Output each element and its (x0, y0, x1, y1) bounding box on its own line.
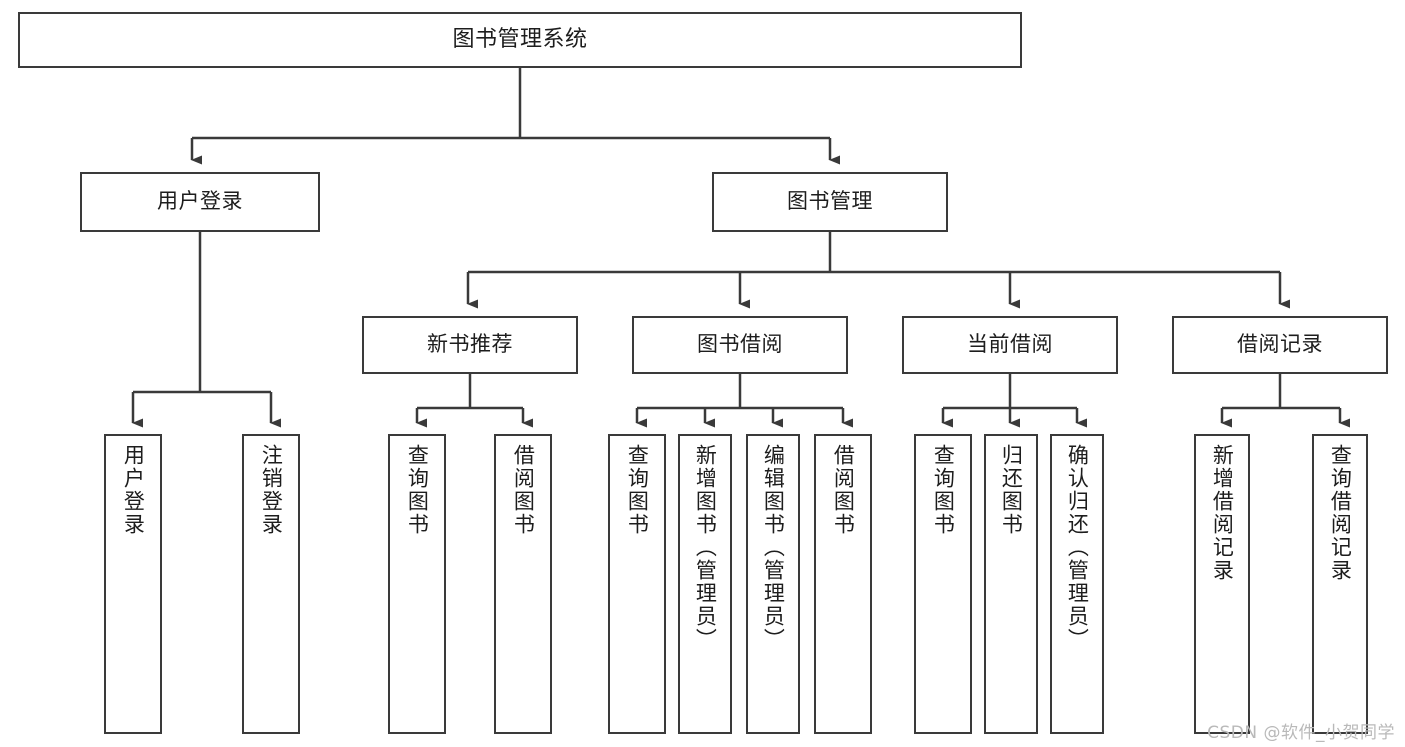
node-book-borrow[interactable]: 图书借阅 (632, 316, 848, 374)
node-label: 查询图书 (405, 444, 430, 536)
node-leaf-user-login[interactable]: 用户登录 (104, 434, 162, 734)
node-leaf-edit-book[interactable]: 编辑图书（管理员） (746, 434, 800, 734)
node-current-borrow[interactable]: 当前借阅 (902, 316, 1118, 374)
node-label: 编辑图书（管理员） (761, 444, 786, 651)
node-label: 图书管理 (787, 189, 873, 214)
node-leaf-query-book-1[interactable]: 查询图书 (388, 434, 446, 734)
node-book-manage[interactable]: 图书管理 (712, 172, 948, 232)
node-label: 借阅图书 (511, 444, 536, 536)
node-label: 查询图书 (931, 444, 956, 536)
node-leaf-add-record[interactable]: 新增借阅记录 (1194, 434, 1250, 734)
node-label: 用户登录 (157, 189, 243, 214)
node-leaf-return-book[interactable]: 归还图书 (984, 434, 1038, 734)
node-leaf-query-book-3[interactable]: 查询图书 (914, 434, 972, 734)
node-label: 新书推荐 (427, 332, 513, 357)
node-label: 新增图书（管理员） (693, 444, 718, 651)
node-label: 当前借阅 (967, 332, 1053, 357)
node-new-book-recommend[interactable]: 新书推荐 (362, 316, 578, 374)
node-label: 注销登录 (259, 444, 284, 536)
node-label: 图书管理系统 (452, 26, 588, 52)
node-label: 借阅图书 (831, 444, 856, 536)
node-leaf-user-logout[interactable]: 注销登录 (242, 434, 300, 734)
node-label: 归还图书 (999, 444, 1024, 536)
node-leaf-add-book[interactable]: 新增图书（管理员） (678, 434, 732, 734)
node-label: 查询图书 (625, 444, 650, 536)
node-leaf-borrow-book-1[interactable]: 借阅图书 (494, 434, 552, 734)
node-label: 用户登录 (121, 444, 146, 536)
node-user-login[interactable]: 用户登录 (80, 172, 320, 232)
node-label: 查询借阅记录 (1328, 444, 1353, 582)
node-label: 确认归还（管理员） (1065, 444, 1090, 651)
node-label: 图书借阅 (697, 332, 783, 357)
node-leaf-query-book-2[interactable]: 查询图书 (608, 434, 666, 734)
node-root-system[interactable]: 图书管理系统 (18, 12, 1022, 68)
node-leaf-query-record[interactable]: 查询借阅记录 (1312, 434, 1368, 734)
node-label: 借阅记录 (1237, 332, 1323, 357)
node-leaf-borrow-book-2[interactable]: 借阅图书 (814, 434, 872, 734)
node-label: 新增借阅记录 (1210, 444, 1235, 582)
node-leaf-confirm-return[interactable]: 确认归还（管理员） (1050, 434, 1104, 734)
node-borrow-record[interactable]: 借阅记录 (1172, 316, 1388, 374)
